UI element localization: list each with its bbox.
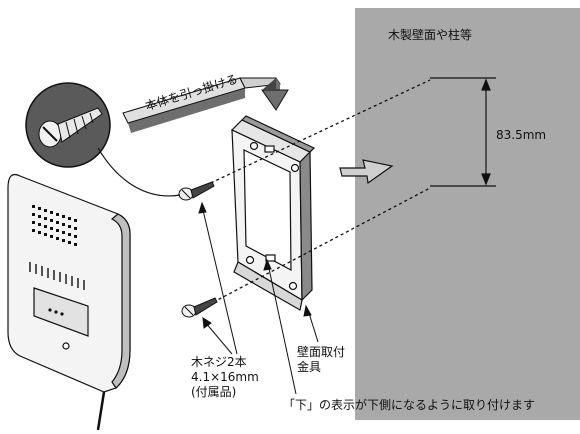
wall-surface [355,8,580,420]
dimension-label: 83.5mm [496,128,547,142]
intercom-device [7,173,131,393]
screw-label-line2: 4.1×16mm [191,370,259,384]
hang-arrow [122,77,289,133]
dimension-marker [430,77,496,187]
orientation-note: 「下」の表示が下側になるように取り付けます [283,398,536,412]
mounting-bracket [230,115,316,311]
push-arrow [339,159,394,185]
wall-label: 木製壁面や柱等 [388,28,473,42]
screw-upper [178,181,215,201]
screw-lower [181,297,218,318]
bracket-label-line2: 金具 [297,360,322,374]
screw-label: 木ネジ2本 4.1×16mm (付属品) [191,355,259,400]
leader-lines [198,201,319,395]
device-cable [96,391,106,431]
alignment-lines [199,79,431,306]
bracket-label: 壁面取付 金具 [297,345,345,375]
bracket-label-line1: 壁面取付 [297,345,346,359]
screw-label-line1: 木ネジ2本 [191,355,247,369]
screw-label-line3: (付属品) [191,385,237,399]
screw-zoom-callout [25,82,181,197]
